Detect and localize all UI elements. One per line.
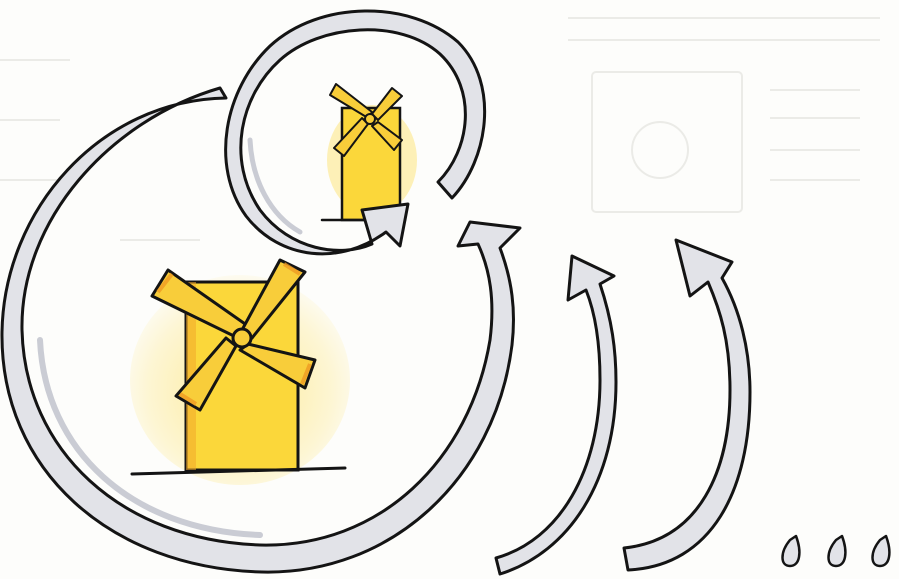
drop-icon	[783, 536, 800, 566]
windmill-small	[322, 84, 417, 220]
drop-icon	[873, 536, 890, 566]
up-arrow-2	[624, 240, 750, 570]
drop-icon	[829, 536, 846, 566]
drops	[783, 536, 890, 566]
windmill-large	[130, 260, 350, 485]
